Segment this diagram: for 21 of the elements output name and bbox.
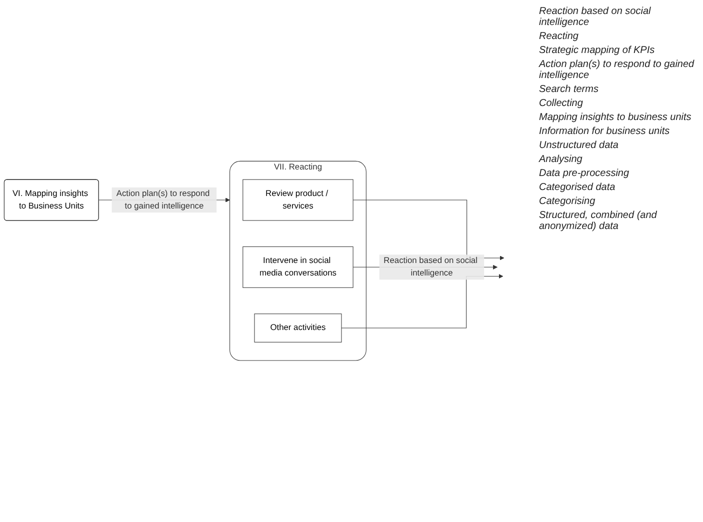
cycle-label: Strategic mapping of KPIs — [539, 45, 656, 56]
node-box: Review product / services — [242, 179, 354, 221]
cycle-label: Reaction based on social intelligence — [539, 6, 652, 28]
cycle-label: Categorising — [539, 196, 596, 207]
edge-label: Reaction based on social intelligence — [384, 256, 478, 278]
edge-label: Action plan(s) to respond to gained intelligence — [116, 189, 210, 211]
arrow — [352, 200, 504, 260]
cycle-label: Action plan(s) to respond to gained intelligence — [539, 59, 696, 81]
cycle-label: Unstructured data — [539, 140, 620, 151]
cycle-label: Data pre-processing — [539, 168, 630, 179]
cycle-label: Mapping insights to business units — [539, 112, 692, 123]
cycle-label: Reacting — [539, 31, 580, 42]
cycle-label: Collecting — [539, 98, 584, 109]
arrow — [341, 274, 504, 328]
cycle-label: Search terms — [539, 84, 600, 95]
cycle-label: Analysing — [539, 154, 584, 165]
cycle-label: Structured, combined (and anonymized) data — [539, 210, 658, 232]
node-box: Intervene in social media conversations — [242, 246, 354, 288]
node-box: Other activities — [254, 314, 342, 343]
cycle-label: Categorised data — [539, 182, 616, 193]
cycle-label: Information for business units — [539, 126, 671, 137]
